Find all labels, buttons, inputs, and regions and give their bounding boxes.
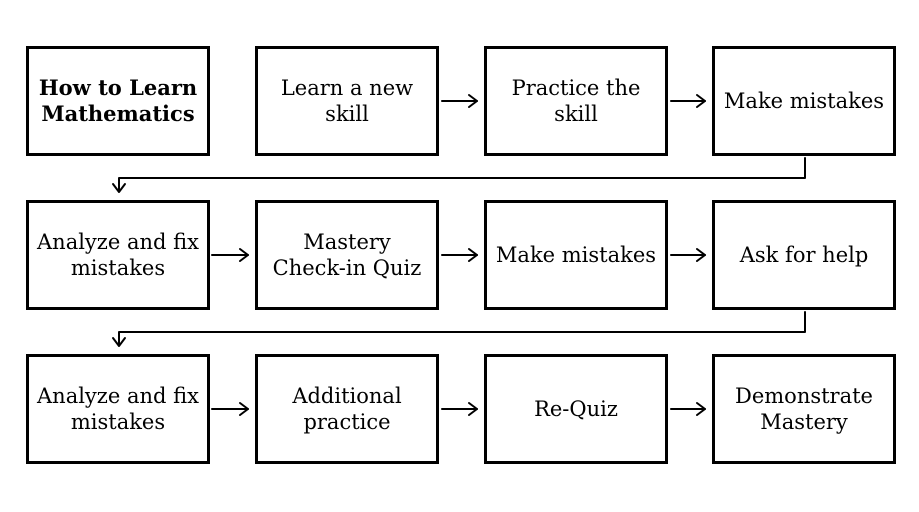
step-make-mistakes-2: Make mistakes: [484, 200, 668, 310]
step-re-quiz: Re-Quiz: [484, 354, 668, 464]
step-label: Mastery Check-in Quiz: [272, 230, 422, 280]
step-ask-for-help: Ask for help: [712, 200, 896, 310]
arrow-right-icon: [441, 402, 478, 416]
diagram-title: How to Learn Mathematics: [38, 75, 198, 126]
wrap-arrow-icon: [112, 157, 806, 193]
arrow-right-icon: [441, 248, 478, 262]
step-label: Demonstrate Mastery: [735, 384, 873, 434]
title-box: How to Learn Mathematics: [26, 46, 210, 156]
step-label: Analyze and fix mistakes: [37, 384, 199, 434]
step-label: Practice the skill: [511, 76, 641, 126]
step-label: Re-Quiz: [534, 397, 618, 421]
step-label: Analyze and fix mistakes: [37, 230, 199, 280]
step-additional-practice: Additional practice: [255, 354, 439, 464]
step-label: Additional practice: [292, 384, 402, 434]
arrow-right-icon: [670, 248, 706, 262]
step-label: Ask for help: [739, 243, 869, 267]
step-analyze-fix-1: Analyze and fix mistakes: [26, 200, 210, 310]
arrow-right-icon: [670, 402, 706, 416]
arrow-right-icon: [670, 94, 706, 108]
step-practice-skill: Practice the skill: [484, 46, 668, 156]
arrow-right-icon: [211, 402, 249, 416]
step-label: Make mistakes: [723, 89, 885, 113]
step-label: Learn a new skill: [280, 76, 414, 126]
step-demonstrate-mastery: Demonstrate Mastery: [712, 354, 896, 464]
step-mastery-quiz: Mastery Check-in Quiz: [255, 200, 439, 310]
step-analyze-fix-2: Analyze and fix mistakes: [26, 354, 210, 464]
step-label: Make mistakes: [495, 243, 657, 267]
wrap-arrow-icon: [112, 311, 806, 347]
arrow-right-icon: [211, 248, 249, 262]
arrow-right-icon: [441, 94, 478, 108]
step-learn-new-skill: Learn a new skill: [255, 46, 439, 156]
step-make-mistakes-1: Make mistakes: [712, 46, 896, 156]
